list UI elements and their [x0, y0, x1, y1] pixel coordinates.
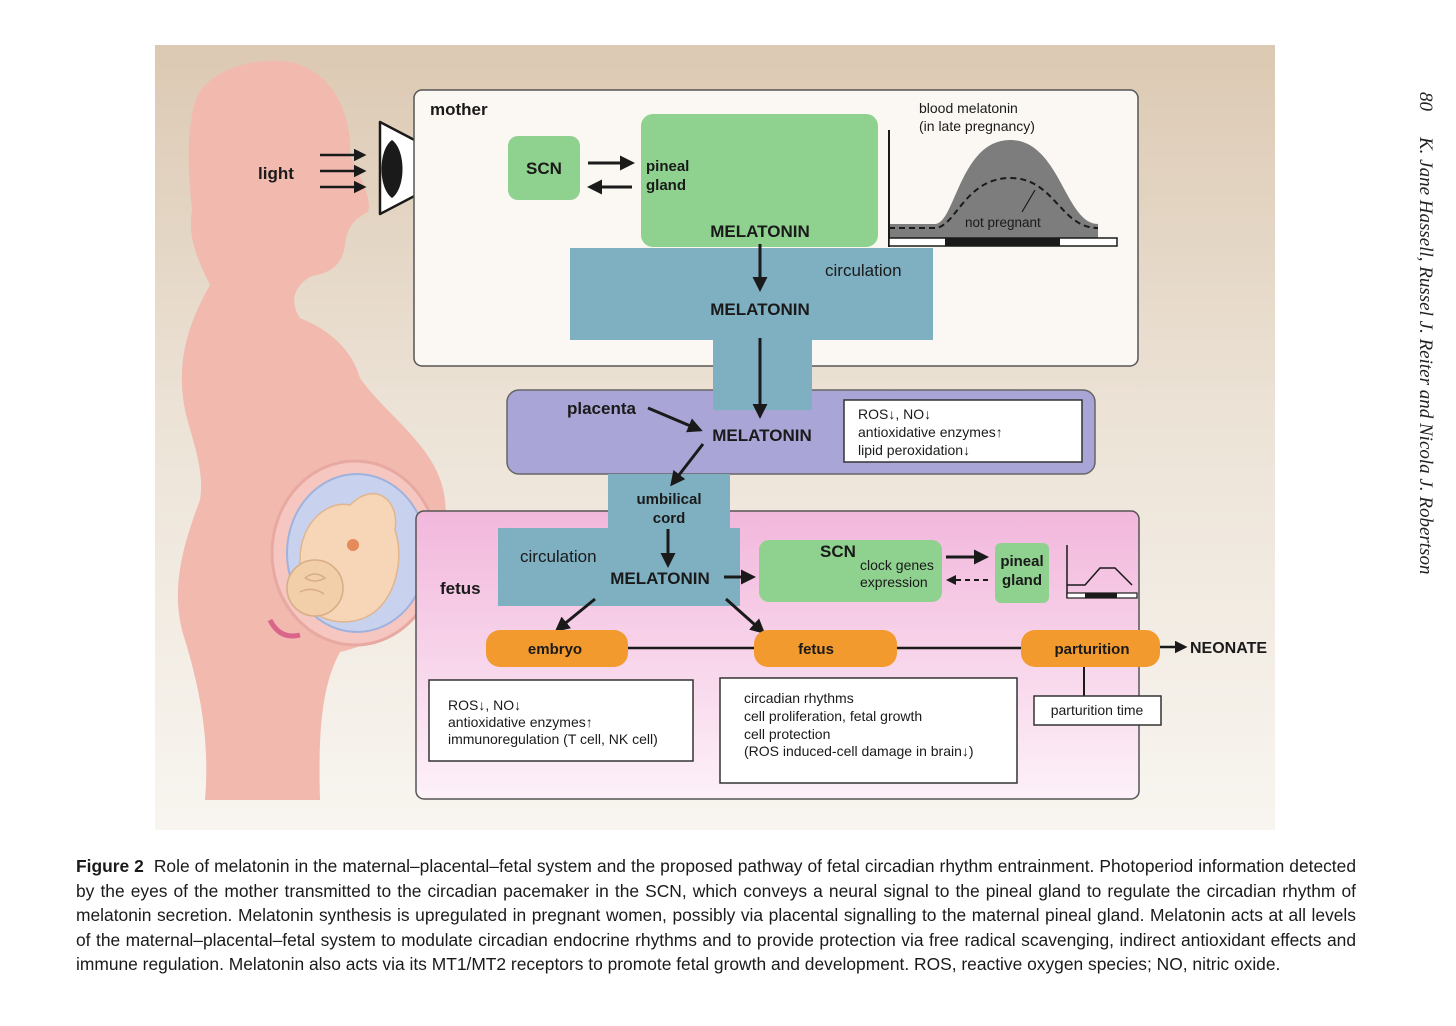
- umbilical-cord-label-line1: umbilical: [636, 491, 701, 508]
- pineal-gland-label-line1: pineal: [646, 158, 689, 175]
- fetus-head: [286, 559, 344, 617]
- running-header: 80 K. Jane Hassell, Russel J. Reiter and …: [1410, 92, 1440, 632]
- page-number: 80: [1415, 92, 1436, 111]
- mother-label: mother: [430, 100, 488, 119]
- parturition-time-label: parturition time: [1051, 702, 1144, 718]
- melatonin-maternal-label: MELATONIN: [710, 222, 809, 241]
- placenta-effect-3: lipid peroxidation↓: [858, 442, 970, 458]
- fetus-effect-3: cell protection: [744, 726, 830, 742]
- running-header-authors: K. Jane Hassell, Russel J. Reiter and Ni…: [1415, 137, 1436, 575]
- clock-genes-label-line1: clock genes: [860, 557, 934, 573]
- maternal-circulation-box: [570, 248, 933, 390]
- embryo-effect-3: immunoregulation (T cell, NK cell): [448, 731, 658, 747]
- embryo-effect-1: ROS↓, NO↓: [448, 697, 521, 713]
- fetal-pineal-label-line2: gland: [1002, 572, 1042, 589]
- neonate-label: NEONATE: [1190, 640, 1267, 657]
- fetus-stage-label: fetus: [798, 641, 834, 658]
- umbilical-connection: [347, 539, 359, 551]
- melatonin-circulation-label: MELATONIN: [710, 300, 809, 319]
- melatonin-placenta-label: MELATONIN: [712, 426, 811, 445]
- embryo-effects-box: [428, 679, 694, 762]
- fetal-scn-label: SCN: [820, 542, 856, 561]
- fetus-effect-4: (ROS induced-cell damage in brain↓): [744, 743, 974, 759]
- fetus-effect-2: cell proliferation, fetal growth: [744, 708, 922, 724]
- fetus-region-label: fetus: [440, 579, 481, 598]
- pineal-gland-box: [641, 114, 878, 247]
- melatonin-fetal-label: MELATONIN: [610, 569, 709, 588]
- blood-melatonin-graph: blood melatonin (in late pregnancy) not …: [888, 100, 1118, 247]
- embryo-effect-2: antioxidative enzymes↑: [448, 714, 593, 730]
- graph-title-line1: blood melatonin: [919, 100, 1018, 116]
- placenta-effect-1: ROS↓, NO↓: [858, 406, 931, 422]
- scn-label: SCN: [526, 159, 562, 178]
- embryo-label: embryo: [528, 641, 582, 658]
- placenta-effects-box: [843, 399, 1083, 463]
- fetus-effect-1: circadian rhythms: [744, 690, 854, 706]
- night-bar: [945, 238, 1060, 246]
- caption-text: Role of melatonin in the maternal–placen…: [76, 856, 1356, 975]
- placenta-effect-2: antioxidative enzymes↑: [858, 424, 1003, 440]
- fetal-pineal-label-line1: pineal: [1000, 553, 1043, 570]
- parturition-time-box: [1033, 695, 1162, 726]
- embryo-stage: [486, 630, 628, 667]
- not-pregnant-curve: [889, 176, 1099, 229]
- fetal-melatonin-rhythm-mini-graph: [1066, 545, 1138, 599]
- caption-label: Figure 2: [76, 856, 144, 876]
- clock-genes-label-line2: expression: [860, 574, 928, 590]
- fetus-stage: [754, 630, 897, 667]
- parturition-label: parturition: [1055, 641, 1130, 658]
- fetus-effects-box: [719, 677, 1018, 784]
- parturition-stage: [1021, 630, 1160, 667]
- pregnant-melatonin-curve: [889, 140, 1098, 238]
- pineal-gland-label-line2: gland: [646, 177, 686, 194]
- light-label: light: [258, 164, 294, 183]
- umbilical-cord-label-line2: cord: [653, 510, 686, 527]
- fetal-scn-box: [759, 540, 942, 602]
- not-pregnant-label: not pregnant: [965, 215, 1041, 230]
- fetal-circulation-box: [498, 474, 740, 606]
- placenta-label: placenta: [567, 399, 637, 418]
- fetal-circulation-label: circulation: [520, 547, 597, 566]
- graph-title-line2: (in late pregnancy): [919, 118, 1035, 134]
- fetal-pineal-gland-box: [995, 543, 1049, 603]
- scn-box: [508, 136, 580, 200]
- maternal-circulation-label: circulation: [825, 261, 902, 280]
